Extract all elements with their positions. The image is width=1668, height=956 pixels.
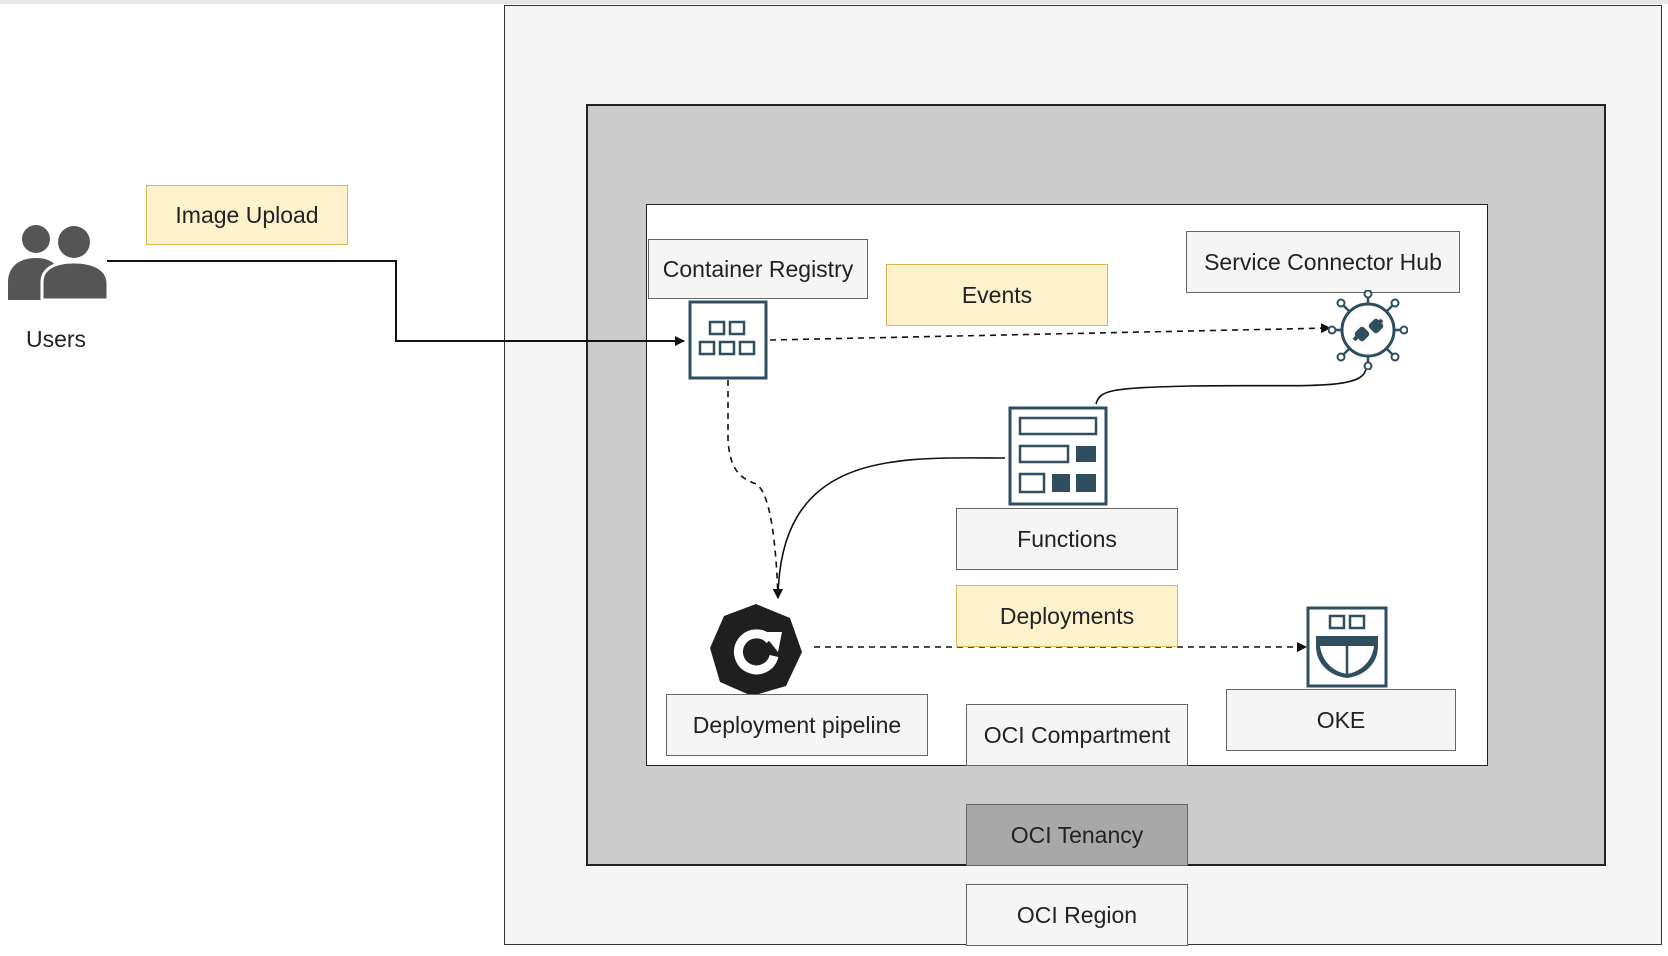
container-registry-label[interactable]: Container Registry xyxy=(648,239,868,299)
functions-label[interactable]: Functions xyxy=(956,508,1178,570)
deployments-note[interactable]: Deployments xyxy=(956,585,1178,647)
image-upload-note[interactable]: Image Upload xyxy=(146,185,348,245)
deployment-pipeline-label[interactable]: Deployment pipeline xyxy=(666,694,928,756)
service-connector-hub-label[interactable]: Service Connector Hub xyxy=(1186,231,1460,293)
oci-region-label[interactable]: OCI Region xyxy=(966,884,1188,946)
oci-compartment-label[interactable]: OCI Compartment xyxy=(966,704,1188,766)
users-icon[interactable] xyxy=(6,222,110,300)
container-registry-icon[interactable] xyxy=(688,300,768,380)
top-border xyxy=(0,0,1668,4)
events-note[interactable]: Events xyxy=(886,264,1108,326)
deployment-pipeline-icon[interactable] xyxy=(708,602,804,698)
oci-tenancy-label[interactable]: OCI Tenancy xyxy=(966,804,1188,866)
functions-icon[interactable] xyxy=(1008,406,1108,506)
oke-icon[interactable] xyxy=(1306,606,1388,688)
users-label: Users xyxy=(25,325,87,352)
oke-label[interactable]: OKE xyxy=(1226,689,1456,751)
service-connector-hub-icon[interactable] xyxy=(1328,290,1408,370)
